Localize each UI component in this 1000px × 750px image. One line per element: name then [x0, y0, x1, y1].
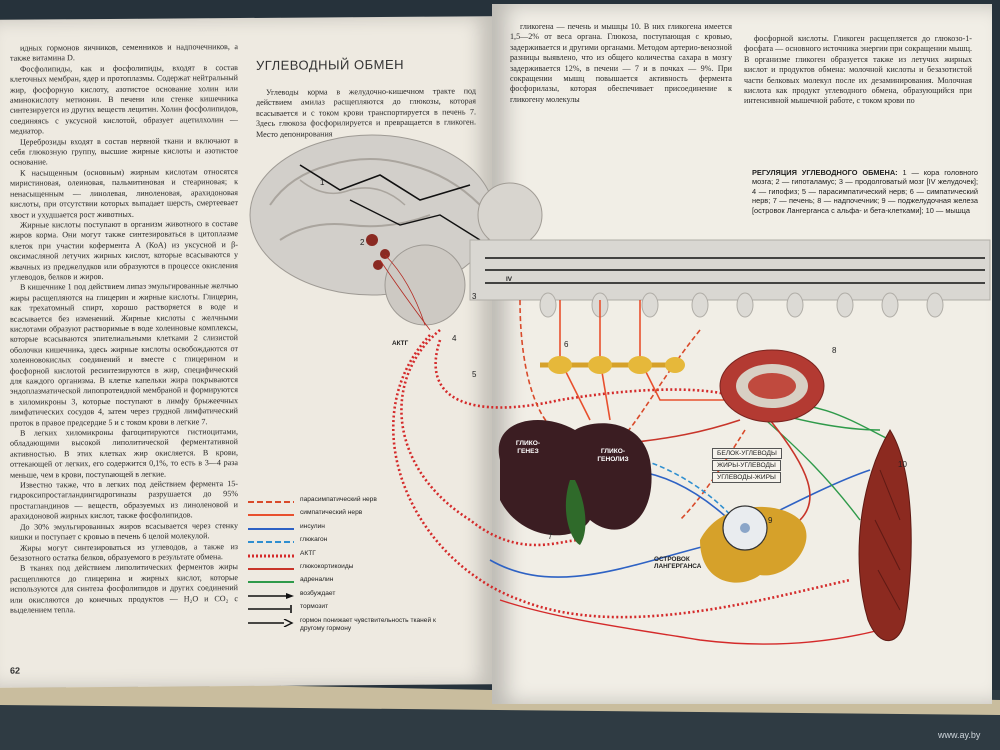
actg-line-icon: [248, 554, 294, 558]
diagram-legend: парасимпатический нерв симпатический нер…: [248, 496, 453, 635]
legend-label: глюкокортикоиды: [300, 562, 354, 570]
fat-carb-box: ЖИРЫ-УГЛЕВОДЫ: [712, 460, 781, 471]
glycogenolysis-label: ГЛИКО-ГЕНОЛИЗ: [597, 448, 629, 463]
right-column-2: фосфорной кислоты. Гликоген расщепляется…: [744, 34, 972, 134]
sympathetic-ganglia: [540, 356, 685, 374]
legend-item: симпатический нерв: [248, 509, 453, 522]
pancreas-illustration: [700, 505, 807, 583]
legend-item: тормозит: [248, 603, 453, 616]
desensitize-arrow-icon: [248, 618, 294, 627]
glucocorticoid-line-icon: [248, 567, 294, 570]
parasympathetic-line-icon: [248, 501, 294, 503]
adrenaline-line-icon: [248, 581, 294, 584]
legend-label: парасимпатический нерв: [300, 496, 377, 503]
legend-item: гормон понижает чувствительность тканей …: [248, 617, 453, 635]
legend-label: симпатический нерв: [300, 509, 363, 517]
legend-label: глюкагон: [300, 536, 328, 544]
legend-label: возбуждает: [300, 589, 336, 597]
diagram-number: 5: [472, 370, 477, 379]
diagram-number: 4: [452, 334, 457, 343]
diagram-number: 8: [832, 346, 837, 355]
inhibit-arrow-icon: [248, 605, 292, 614]
liver-illustration: [498, 420, 652, 545]
right-column-1: гликогена — печень и мышцы 10. В них гли…: [510, 22, 732, 142]
protein-carb-box: БЕЛОК-УГЛЕВОДЫ: [712, 448, 782, 459]
insulin-line-icon: [248, 527, 294, 530]
legend-item: АКТГ: [248, 550, 453, 563]
glucagon-line-icon: [248, 541, 294, 544]
excite-arrow-icon: [248, 592, 294, 599]
legend-item: адреналин: [248, 576, 453, 589]
diagram-number: 7: [548, 532, 553, 541]
caption-title: РЕГУЛЯЦИЯ УГЛЕВОДНОГО ОБМЕНА:: [752, 168, 898, 177]
legend-item: парасимпатический нерв: [248, 496, 453, 509]
legend-label: АКТГ: [300, 549, 316, 557]
sympathetic-line-icon: [248, 514, 294, 517]
actg-label: АКТГ: [392, 340, 409, 347]
diagram-number: 6: [564, 340, 569, 349]
muscle-illustration: [858, 429, 912, 642]
spinal-cord-illustration: [469, 239, 991, 318]
legend-label: инсулин: [300, 522, 325, 530]
legend-item: инсулин: [248, 523, 453, 536]
glycogenesis-label: ГЛИКО-ГЕНЕЗ: [515, 440, 541, 455]
adrenal-gland-illustration: [719, 349, 825, 423]
carb-fat-box: УГЛЕВОДЫ-ЖИРЫ: [712, 472, 781, 483]
islets-label: ОСТРОВОК ЛАНГЕРГАНСА: [654, 556, 702, 570]
diagram-number: 9: [768, 516, 773, 525]
legend-item: глюкагон: [248, 536, 453, 549]
figure-caption: РЕГУЛЯЦИЯ УГЛЕВОДНОГО ОБМЕНА: 1 — кора г…: [752, 168, 978, 215]
ventricle-label: IV: [506, 276, 513, 283]
paragraph: фосфорной кислоты. Гликоген расщепляется…: [744, 34, 972, 106]
diagram-number: 1: [320, 178, 325, 187]
legend-item: возбуждает: [248, 590, 453, 603]
paragraph: гликогена — печень и мышцы 10. В них гли…: [510, 22, 732, 104]
brain-illustration: [249, 134, 543, 331]
legend-item: глюкокортикоиды: [248, 563, 453, 576]
diagram-number: 3: [472, 292, 477, 301]
diagram-number: 2: [360, 238, 365, 247]
diagram-number: 10: [898, 460, 907, 469]
legend-label: адреналин: [300, 576, 334, 584]
watermark: www.ay.by: [938, 730, 981, 740]
caption-text: 1 — кора головного мозга; 2 — гипоталаму…: [752, 168, 978, 215]
legend-label: тормозит: [300, 603, 329, 611]
legend-label: гормон понижает чувствительность тканей …: [300, 616, 436, 632]
